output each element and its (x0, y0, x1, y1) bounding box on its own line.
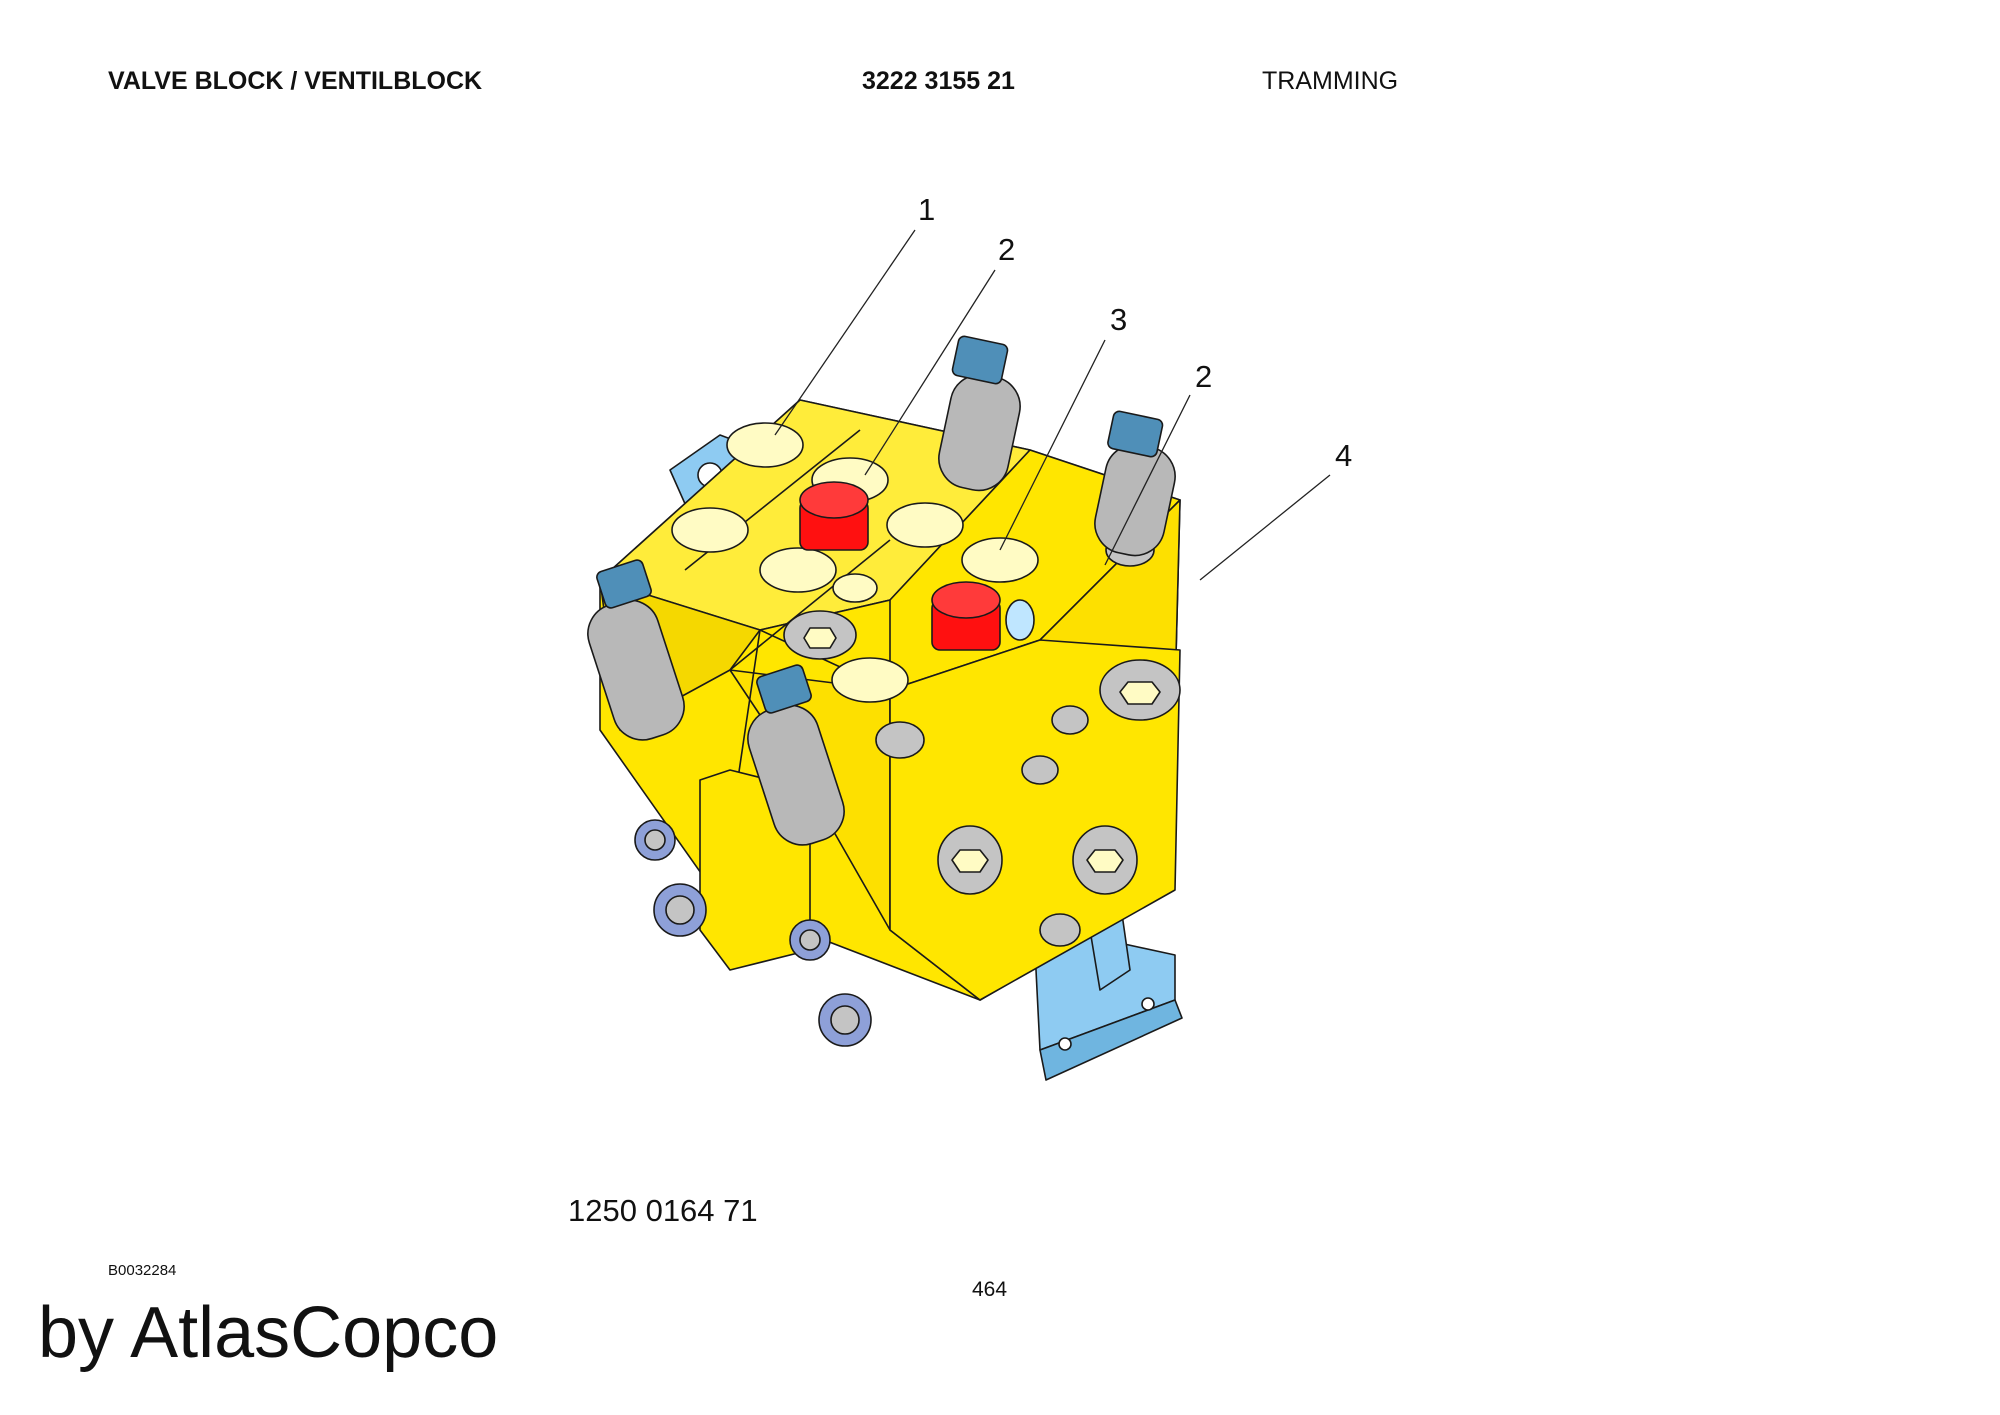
solenoid-top-rear (938, 335, 1021, 492)
solenoid-front-left (587, 559, 685, 741)
spool-caps (634, 819, 872, 1047)
reference-code: B0032284 (108, 1262, 177, 1279)
leader-lines (774, 229, 1331, 581)
brand-watermark: by AtlasCopco (38, 1293, 499, 1373)
solenoid-valves (587, 335, 1176, 846)
page-number: 464 (972, 1278, 1008, 1301)
hex-plugs (783, 533, 1181, 947)
header-section: TRAMMING (1262, 67, 1399, 95)
header-title: VALVE BLOCK / VENTILBLOCK (108, 67, 483, 95)
callout-2b: 2 (1195, 359, 1212, 394)
header-part-number: 3222 3155 21 (862, 67, 1015, 95)
solenoid-top-right (1094, 410, 1176, 557)
callout-1: 1 (918, 192, 935, 227)
cream-ports (671, 422, 1039, 703)
callout-4: 4 (1335, 438, 1352, 473)
mounting-bracket-right (1034, 899, 1183, 1081)
valve-block-drawing: 1 2 3 2 4 (587, 192, 1352, 1081)
callout-2a: 2 (998, 232, 1015, 267)
sight-glass (1005, 599, 1035, 641)
drawing-number: 1250 0164 71 (568, 1193, 758, 1228)
red-plugs (799, 481, 1001, 651)
solenoid-front-mid (747, 664, 845, 846)
callout-3: 3 (1110, 302, 1127, 337)
